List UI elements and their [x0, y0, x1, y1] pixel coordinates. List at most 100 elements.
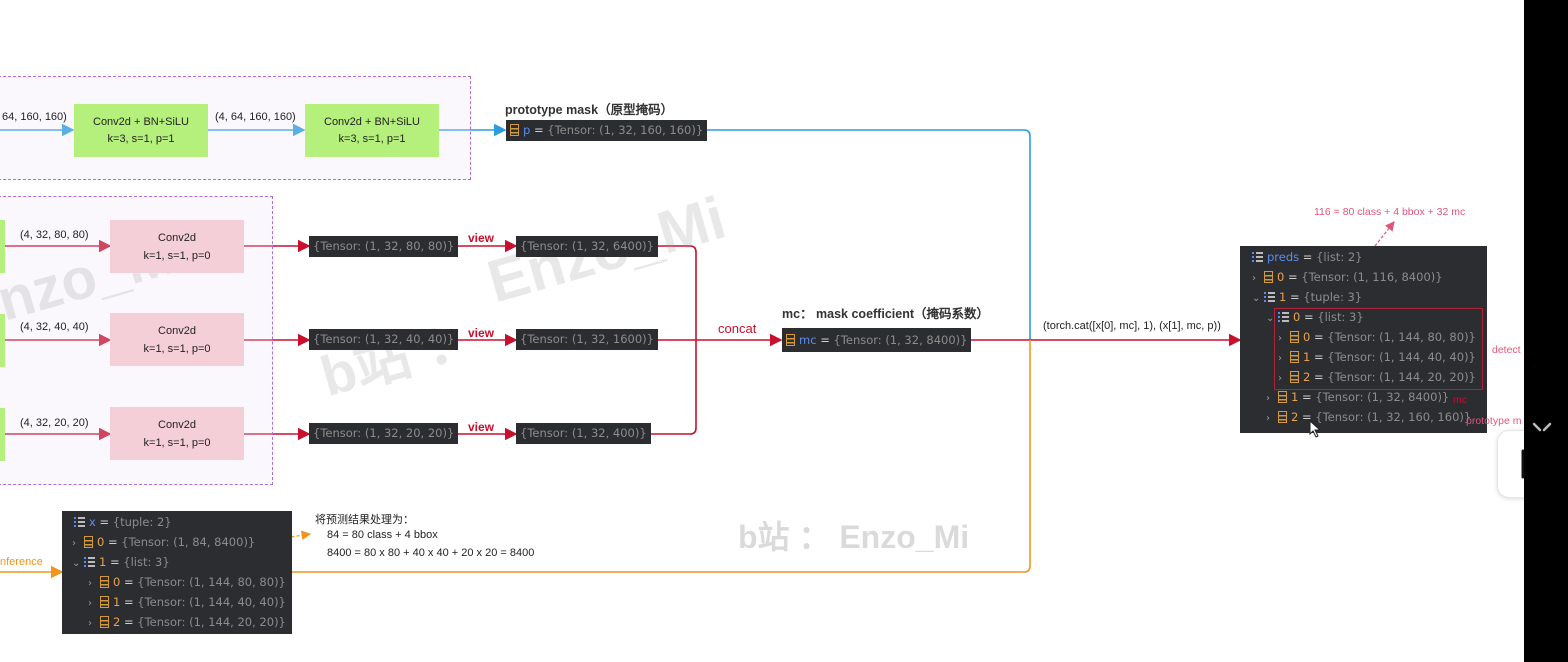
debug-row[interactable]: ›0 = {Tensor: (1, 144, 80, 80)} — [88, 572, 286, 592]
green-edge-1 — [0, 220, 5, 273]
chevron-down-icon[interactable]: ⌄ — [72, 558, 81, 569]
tensor-icon — [100, 576, 109, 588]
debug-row[interactable]: ⌄0 = {list: 3} — [1266, 307, 1364, 327]
note-title: 将预测结果处理为： — [315, 514, 414, 526]
x-debug-panel: x = {tuple: 2}›0 = {Tensor: (1, 84, 8400… — [62, 511, 292, 634]
player-sidebar — [1524, 0, 1568, 662]
tensor-icon — [100, 616, 109, 628]
debug-row-value: {list: 3} — [123, 555, 170, 569]
equals-sign: = — [104, 535, 122, 549]
conv-block-1-line1: Conv2d + BN+SiLU — [93, 115, 189, 128]
tensor-icon — [84, 536, 93, 548]
equals-sign: = — [1286, 290, 1304, 304]
note-line2: 8400 = 80 x 80 + 40 x 40 + 20 x 20 = 840… — [327, 547, 535, 559]
row3-view-label: view — [468, 420, 495, 434]
chevron-right-icon[interactable]: › — [1252, 273, 1256, 284]
row2-conv-line2: k=1, s=1, p=0 — [143, 342, 211, 355]
row3-tensor: {Tensor: (1, 32, 20, 20)} — [309, 423, 459, 444]
row2-conv-line1: Conv2d — [158, 324, 196, 337]
arrow-annotation — [1374, 221, 1395, 247]
debug-row-value: {Tensor: (1, 144, 20, 20)} — [1327, 370, 1476, 384]
chevron-right-icon[interactable]: › — [1278, 373, 1282, 384]
inference-label: nference — [0, 556, 43, 568]
chevron-right-icon[interactable]: › — [72, 538, 76, 549]
debug-row[interactable]: preds = {list: 2} — [1240, 247, 1362, 267]
equals-sign: = — [1284, 270, 1302, 284]
debug-row-name: 1 — [1279, 290, 1287, 304]
chevron-down-icon[interactable]: ⌄ — [1266, 313, 1275, 324]
tensor-icon — [100, 596, 109, 608]
debug-row[interactable]: ›0 = {Tensor: (1, 84, 8400)} — [72, 532, 255, 552]
tensor-icon — [1290, 371, 1299, 383]
debug-row-value: {Tensor: (1, 32, 8400)} — [1315, 390, 1450, 404]
debug-row-name: 2 — [1303, 370, 1311, 384]
conv-block-2-line1: Conv2d + BN+SiLU — [324, 115, 420, 128]
row1-conv-line2: k=1, s=1, p=0 — [143, 249, 211, 262]
mc-title: mc： mask coefficient（掩码系数） — [782, 307, 989, 321]
chevron-down-icon[interactable]: ⌄ — [1252, 293, 1261, 304]
list-icon — [1252, 251, 1263, 263]
debug-row-name: 0 — [1277, 270, 1285, 284]
row3-conv-line2: k=1, s=1, p=0 — [143, 436, 211, 449]
equals-sign: = — [120, 595, 138, 609]
debug-row-value: {tuple: 3} — [1303, 290, 1363, 304]
equals-sign: = — [1299, 250, 1317, 264]
debug-row-value: {Tensor: (1, 144, 80, 80)} — [137, 575, 286, 589]
list-icon — [84, 556, 95, 568]
equals-sign: = — [1310, 370, 1328, 384]
debug-row[interactable]: ⌄ 1 = {tuple: 3} — [1252, 287, 1362, 307]
chevron-right-icon[interactable]: › — [88, 618, 92, 629]
row2-tensor: {Tensor: (1, 32, 40, 40)} — [309, 329, 459, 350]
chevron-right-icon[interactable]: › — [88, 598, 92, 609]
tensor-icon — [1264, 271, 1273, 283]
debug-row-name: 0 — [1293, 310, 1301, 324]
debug-row-value: {Tensor: (1, 144, 80, 80)} — [1327, 330, 1476, 344]
tensor-icon — [1278, 391, 1287, 403]
debug-row-value: {Tensor: (1, 144, 20, 20)} — [137, 615, 286, 629]
debug-row[interactable]: › 1 = {Tensor: (1, 32, 8400)} — [1266, 387, 1449, 407]
debug-row[interactable]: ›2 = {Tensor: (1, 144, 20, 20)} — [88, 612, 286, 632]
debug-row-name: preds — [1267, 250, 1300, 264]
debug-row[interactable]: ›0 = {Tensor: (1, 116, 8400)} — [1252, 267, 1443, 287]
conv-block-2-line2: k=3, s=1, p=1 — [338, 132, 406, 145]
row3-shape: (4, 32, 20, 20) — [20, 417, 89, 429]
row1-conv-line1: Conv2d — [158, 231, 196, 244]
debug-row-value: {Tensor: (1, 32, 160, 160)} — [1315, 410, 1472, 424]
conv-block-1: Conv2d + BN+SiLU k=3, s=1, p=1 — [74, 104, 208, 157]
row3-conv-line1: Conv2d — [158, 418, 196, 431]
row2-view-tensor: {Tensor: (1, 32, 1600)} — [516, 329, 658, 350]
equals-sign: = — [1298, 390, 1316, 404]
chevron-right-icon[interactable]: › — [88, 578, 92, 589]
row1-view-tensor: {Tensor: (1, 32, 6400)} — [516, 236, 658, 257]
debug-row[interactable]: ›1 = {Tensor: (1, 144, 40, 40)} — [88, 592, 286, 612]
list-icon — [74, 516, 85, 528]
equals-sign: = — [120, 575, 138, 589]
list-icon — [1278, 311, 1289, 323]
proto-val: {Tensor: (1, 32, 160, 160)} — [547, 123, 704, 137]
chevron-right-icon[interactable]: › — [1278, 333, 1282, 344]
debug-row-value: {Tensor: (1, 144, 40, 40)} — [1327, 350, 1476, 364]
debug-row[interactable]: x = {tuple: 2} — [62, 512, 172, 532]
equals-sign: = — [120, 615, 138, 629]
debug-row[interactable]: ›0 = {Tensor: (1, 144, 80, 80)} — [1278, 327, 1476, 347]
debug-row-name: 1 — [1291, 390, 1299, 404]
debug-row[interactable]: ›2 = {Tensor: (1, 32, 160, 160)} — [1266, 407, 1471, 427]
equals-sign: = — [95, 515, 113, 529]
conv-block-1-line2: k=3, s=1, p=1 — [107, 132, 175, 145]
chevron-right-icon[interactable]: › — [1278, 353, 1282, 364]
debug-row-value: {Tensor: (1, 84, 8400)} — [121, 535, 256, 549]
chevron-right-icon[interactable]: › — [1266, 413, 1270, 424]
debug-row[interactable]: ›1 = {Tensor: (1, 144, 40, 40)} — [1278, 347, 1476, 367]
debug-row[interactable]: ⌄1 = {list: 3} — [72, 552, 170, 572]
row1-tensor: {Tensor: (1, 32, 80, 80)} — [309, 236, 459, 257]
concat-label: concat — [718, 321, 757, 336]
mc-tensor: mc = {Tensor: (1, 32, 8400)} — [782, 328, 972, 352]
green-edge-3 — [0, 408, 5, 461]
row1-shape: (4, 32, 80, 80) — [20, 229, 89, 241]
debug-row-name: 2 — [1291, 410, 1299, 424]
equals-sign: = — [1310, 350, 1328, 364]
debug-row[interactable]: › 2 = {Tensor: (1, 144, 20, 20)} — [1278, 367, 1476, 387]
chevron-right-icon[interactable]: › — [1266, 393, 1270, 404]
equals-sign: = — [106, 555, 124, 569]
